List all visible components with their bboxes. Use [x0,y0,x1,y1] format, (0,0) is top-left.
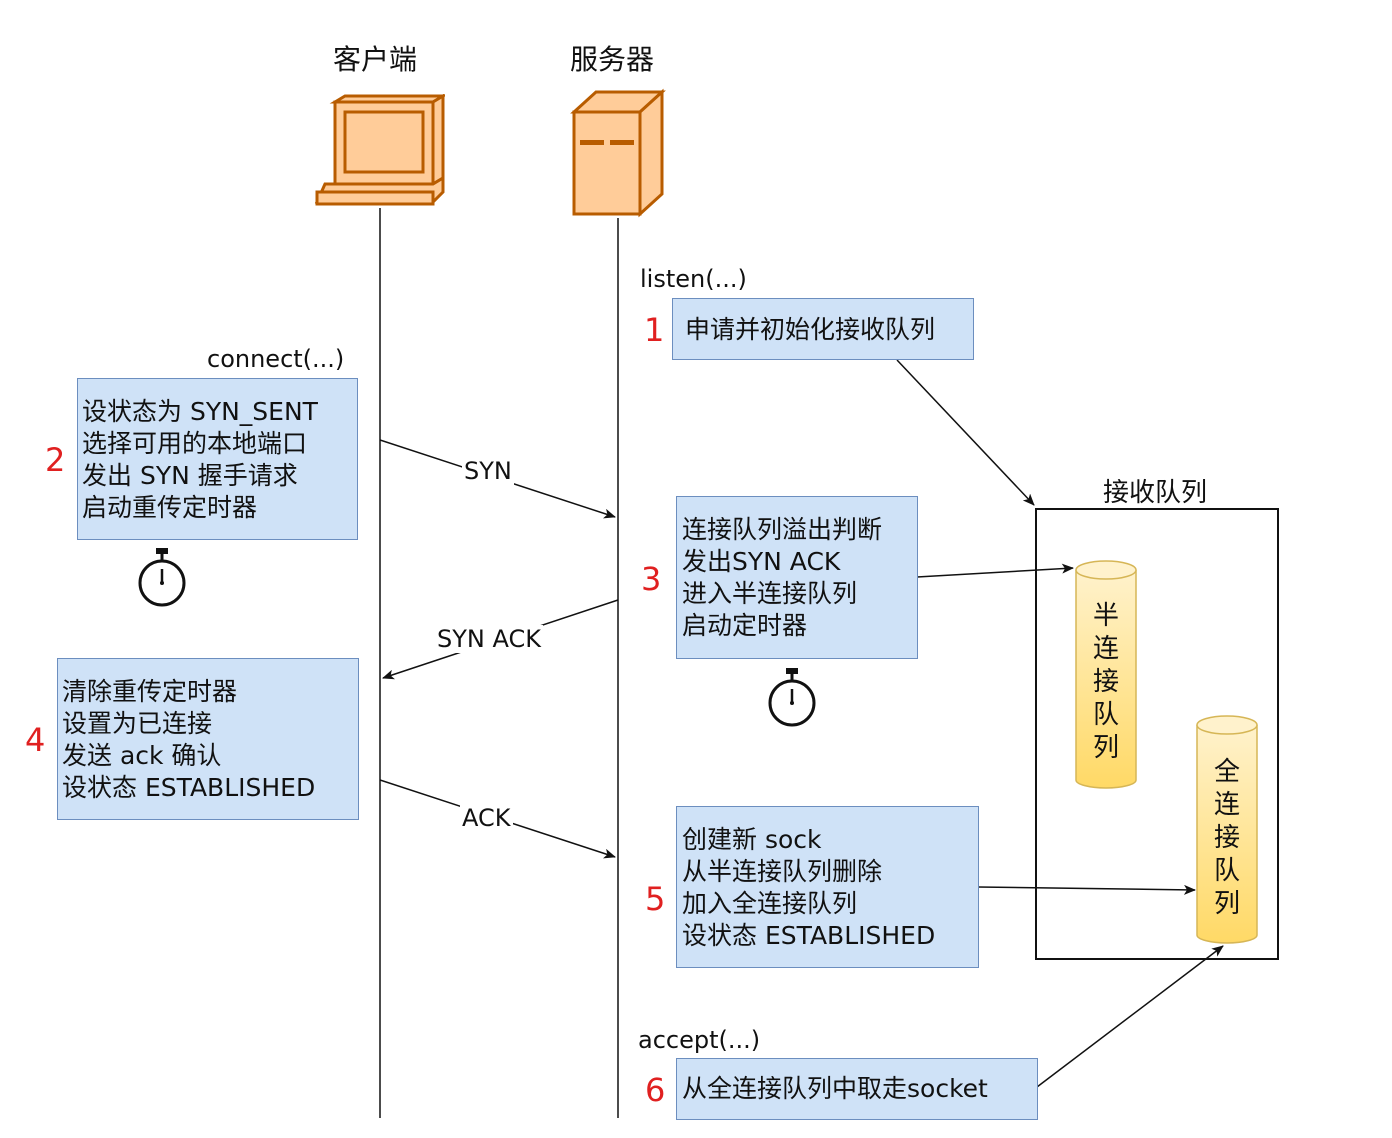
init-queue-arrow [896,359,1035,506]
step-box-4: 清除重传定时器 设置为已连接 发送 ack 确认 设状态 ESTABLISHED [57,658,359,820]
step-5-line-3: 加入全连接队列 [682,889,858,918]
step-4-line-4: 设状态 ESTABLISHED [62,773,316,802]
step-3-line-4: 启动定时器 [682,611,808,640]
receive-queue-box [1035,508,1279,960]
computer-icon [315,94,445,206]
connect-call-label: connect(...) [207,345,345,373]
to-half-queue-arrow [916,563,1074,578]
step-4-line-1: 清除重传定时器 [62,677,238,706]
step-number-5: 5 [645,880,666,918]
half-queue-char: 连 [1092,634,1119,664]
step-number-2: 2 [45,441,66,479]
step-box-2: 设状态为 SYN_SENT 选择可用的本地端口 发出 SYN 握手请求 启动重传… [77,378,358,540]
step-number-6: 6 [645,1071,666,1109]
step-box-1: 申请并初始化接收队列 [672,298,974,360]
to-full-queue-arrow [977,884,1196,895]
step-3-line-2: 发出SYN ACK [682,547,841,576]
stopwatch-icon [138,548,186,607]
accept-arrow [1036,945,1224,1088]
accept-call-label: accept(...) [638,1026,761,1054]
step-2-line-2: 选择可用的本地端口 [82,429,308,458]
step-5-line-2: 从半连接队列删除 [682,857,883,886]
step-2-line-4: 启动重传定时器 [82,493,258,522]
half-queue-char: 队 [1092,700,1119,730]
full-queue-char: 连 [1213,790,1240,820]
synack-message-label: SYN ACK [435,625,543,653]
full-queue-char: 全 [1213,757,1240,787]
half-queue-char: 半 [1092,601,1119,631]
half-queue-char: 接 [1092,667,1119,697]
full-queue-label: 全 连 接 队 列 [1207,756,1247,921]
server-header: 服务器 [570,43,655,76]
half-connection-queue [1075,560,1137,789]
step-number-3: 3 [641,560,662,598]
listen-call-label: listen(...) [640,265,747,293]
step-4-line-2: 设置为已连接 [62,709,213,738]
stopwatch-icon [768,668,816,727]
step-number-1: 1 [644,311,665,349]
server-icon [570,88,666,218]
full-queue-char: 队 [1213,856,1240,886]
step-5-line-4: 设状态 ESTABLISHED [682,921,936,950]
ack-message-label: ACK [460,804,513,832]
step-5-line-1: 创建新 sock [682,825,822,854]
syn-message-label: SYN [462,457,514,485]
receive-queue-title: 接收队列 [1103,478,1208,508]
half-queue-char: 列 [1092,733,1119,763]
client-header: 客户端 [333,43,418,76]
step-6-line-1: 从全连接队列中取走socket [682,1074,988,1103]
full-queue-char: 接 [1213,823,1240,853]
step-box-5: 创建新 sock 从半连接队列删除 加入全连接队列 设状态 ESTABLISHE… [676,806,979,968]
step-box-3: 连接队列溢出判断 发出SYN ACK 进入半连接队列 启动定时器 [676,496,918,659]
step-box-6: 从全连接队列中取走socket [676,1058,1038,1120]
step-4-line-3: 发送 ack 确认 [62,741,222,770]
step-number-4: 4 [25,721,46,759]
step-2-line-1: 设状态为 SYN_SENT [82,397,318,426]
full-queue-char: 列 [1213,889,1240,919]
step-3-line-3: 进入半连接队列 [682,579,858,608]
full-connection-queue [1196,715,1258,944]
step-2-line-3: 发出 SYN 握手请求 [82,461,298,490]
half-queue-label: 半 连 接 队 列 [1086,600,1126,765]
step-1-line-1: 申请并初始化接收队列 [685,315,936,344]
step-3-line-1: 连接队列溢出判断 [682,515,883,544]
